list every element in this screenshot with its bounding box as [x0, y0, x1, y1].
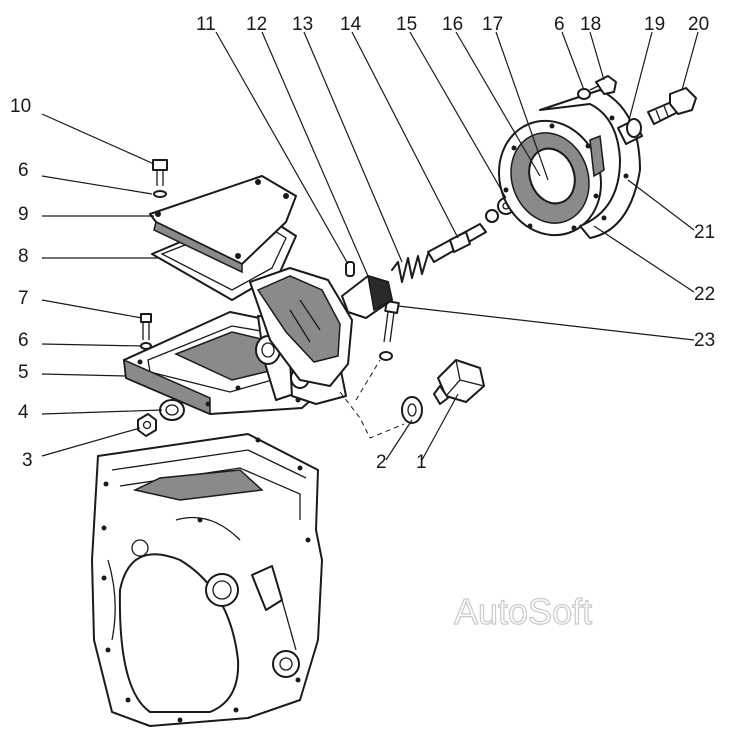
- callout-18: 18: [580, 14, 601, 35]
- callout-7: 7: [18, 288, 29, 309]
- washer-6-top: [577, 88, 591, 100]
- screw-18: [589, 75, 617, 95]
- callout-2: 2: [376, 452, 387, 473]
- callout-6: 6: [554, 14, 565, 35]
- callout-20: 20: [688, 14, 709, 35]
- callout-21: 21: [694, 222, 715, 243]
- leader-lines: [41, 31, 699, 461]
- callout-13: 13: [292, 14, 313, 35]
- nut-3: [137, 413, 157, 437]
- spring-13: [391, 253, 429, 283]
- bolt-10: [152, 159, 168, 198]
- callout-23: 23: [694, 330, 715, 351]
- callout-12: 12: [246, 14, 267, 35]
- pin-19: [617, 118, 643, 145]
- callout-14: 14: [340, 14, 362, 35]
- pin-11: [345, 261, 355, 277]
- washer-2: [401, 396, 423, 424]
- cover-plate: [149, 175, 297, 274]
- callout-3: 3: [22, 450, 33, 471]
- callout-6: 6: [18, 160, 29, 181]
- callout-22: 22: [694, 284, 715, 305]
- plug-1: [433, 359, 485, 405]
- callout-15: 15: [396, 14, 417, 35]
- callout-19: 19: [644, 14, 665, 35]
- callout-1: 1: [416, 452, 427, 473]
- callout-10: 10: [10, 96, 31, 117]
- callout-17: 17: [482, 14, 503, 35]
- bolt-23: [379, 300, 400, 361]
- bolt-20: [647, 87, 697, 125]
- callout-4: 4: [18, 402, 29, 423]
- watermark-text: AutoSoft: [454, 591, 592, 632]
- callout-6: 6: [18, 330, 29, 351]
- bearing-housing: [249, 267, 353, 387]
- gearbox-housing: [91, 433, 323, 727]
- callout-11: 11: [196, 14, 216, 35]
- callout-16: 16: [442, 14, 463, 35]
- callout-9: 9: [18, 204, 29, 225]
- callout-5: 5: [18, 362, 29, 383]
- callout-8: 8: [18, 246, 29, 267]
- assembly-lines: [339, 359, 405, 439]
- callout-labels: 10 6 9 8 7 6 5 4 3 11 12 13 14 15 16 17 …: [10, 14, 715, 473]
- bushing-12: [341, 274, 393, 319]
- bushing-4: [159, 399, 185, 421]
- stud-7: [140, 313, 152, 350]
- rod-14: [427, 209, 499, 263]
